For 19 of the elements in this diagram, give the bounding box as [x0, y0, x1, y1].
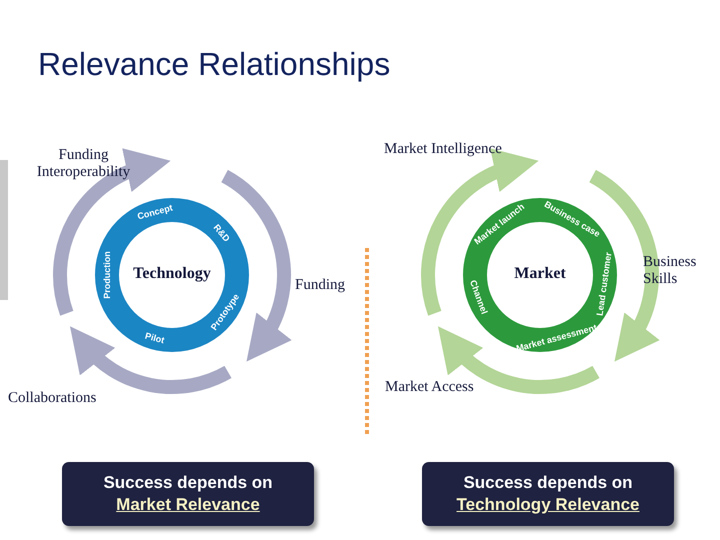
- label-text: Business Skills: [643, 254, 698, 288]
- message-panel: [62, 462, 314, 526]
- label-text: Market Intelligence: [384, 141, 503, 158]
- segment-label: Pilot: [144, 330, 166, 346]
- segment-label: Concept: [136, 202, 174, 222]
- underlined-text: Market Relevance: [115, 494, 261, 516]
- segment-label: Lead customer: [594, 252, 614, 316]
- segment-label: Production: [102, 251, 112, 299]
- panel-text: Success depends on: [462, 472, 634, 494]
- label-text: Collaborations: [8, 390, 98, 407]
- message-panel: [422, 462, 674, 526]
- cycle-ring: [462, 197, 618, 353]
- label-text: Funding: [295, 277, 346, 294]
- cycle-ring: [94, 197, 250, 353]
- underlined-text: Technology Relevance: [456, 494, 640, 516]
- panel-text: Success depends on: [102, 472, 274, 494]
- label-text: Funding Interoperability: [36, 147, 132, 181]
- label-text: Market Access: [385, 379, 475, 396]
- slide-title: Relevance Relationships: [38, 46, 390, 83]
